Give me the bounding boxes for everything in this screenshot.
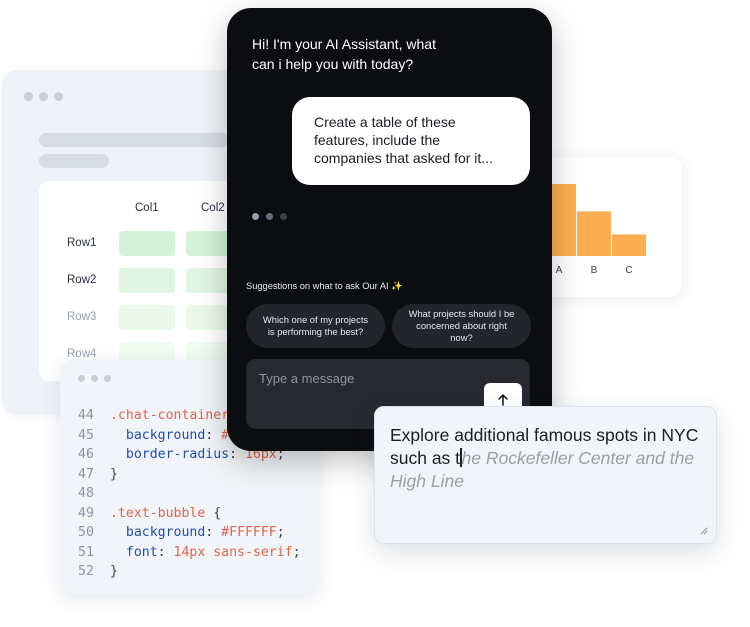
code-token: :	[157, 544, 174, 560]
bar-tick-label: A	[556, 265, 563, 276]
code-token: 14px sans-serif	[173, 544, 293, 560]
bar-tick-label: C	[625, 265, 632, 276]
code-token: }	[110, 466, 118, 482]
code-line: 48	[78, 484, 301, 504]
autocomplete-text: Explore additional famous spots in NYC s…	[390, 424, 700, 493]
suggestions-title: Suggestions on what to ask Our AI ✨	[246, 281, 403, 292]
message-input[interactable]	[259, 371, 459, 386]
suggestions-title-text: Suggestions on what to ask Our AI	[246, 281, 389, 291]
code-line: 52}	[78, 562, 301, 582]
window-dot	[104, 375, 111, 382]
skeleton-subtitle	[39, 154, 109, 168]
code-token: {	[205, 505, 222, 521]
autocomplete-textarea[interactable]: Explore additional famous spots in NYC s…	[374, 406, 717, 544]
window-dot	[39, 92, 48, 101]
code-token: border-radius	[110, 447, 230, 462]
sparkle-icon: ✨	[391, 281, 403, 291]
bar-tick-label: B	[591, 265, 598, 276]
code-line: 51 font: 14px sans-serif;	[78, 543, 301, 563]
typing-dot	[280, 213, 287, 220]
ai-chat-panel: Hi! I'm your AI Assistant, what can i he…	[227, 8, 552, 451]
bar-c	[612, 234, 646, 256]
code-token: ;	[292, 544, 301, 560]
code-token: ;	[276, 447, 285, 462]
row-label: Row4	[67, 348, 97, 360]
window-dot	[78, 375, 85, 382]
code-token: font	[110, 544, 158, 560]
suggested-completion: he Rockefeller Center and the High Line	[390, 448, 695, 491]
code-token: :	[205, 427, 222, 443]
code-token: :	[229, 447, 245, 462]
line-number: 45	[78, 427, 94, 443]
code-token: background	[110, 525, 206, 540]
row-label: Row3	[67, 311, 97, 323]
skeleton-title	[39, 133, 229, 147]
suggestion-chip[interactable]: What projects should I be concerned abou…	[392, 304, 531, 348]
column-header: Col1	[135, 202, 159, 214]
arrow-up-icon	[498, 394, 508, 406]
table-cell	[119, 305, 175, 330]
window-dot	[24, 92, 33, 101]
code-token: #FFFFFF	[221, 525, 277, 540]
text-caret	[460, 448, 462, 467]
line-number: 46	[78, 447, 94, 462]
window-controls	[78, 375, 111, 382]
code-line: 49 .text-bubble {	[78, 504, 301, 524]
row-label: Row1	[67, 237, 97, 249]
line-number: 48	[78, 486, 94, 501]
code-token: ;	[276, 525, 285, 540]
column-header: Col2	[201, 202, 225, 214]
table-cell	[119, 231, 175, 256]
code-line: 50 background: #FFFFFF;	[78, 523, 301, 543]
line-number: 51	[78, 544, 94, 560]
typed-text: Explore additional famous spots in NYC s…	[390, 425, 699, 468]
bar-b	[577, 211, 611, 256]
code-token: }	[110, 564, 118, 579]
window-controls	[24, 92, 63, 101]
suggestion-chip[interactable]: Which one of my projects is performing t…	[246, 304, 385, 348]
line-number: 52	[78, 564, 94, 579]
typing-dot	[252, 213, 259, 220]
table-cell	[119, 268, 175, 293]
assistant-greeting: Hi! I'm your AI Assistant, what can i he…	[252, 36, 436, 72]
code-token: .text-bubble	[110, 505, 206, 521]
code-token: :	[205, 525, 222, 540]
window-dot	[54, 92, 63, 101]
user-message-bubble: Create a table of these features, includ…	[292, 97, 530, 185]
code-line: 47}	[78, 465, 301, 485]
line-number: 44	[78, 408, 94, 423]
typing-indicator	[252, 213, 287, 220]
line-number: 47	[78, 466, 94, 482]
window-dot	[91, 375, 98, 382]
typing-dot	[266, 213, 273, 220]
line-number: 50	[78, 525, 94, 540]
line-number: 49	[78, 505, 94, 521]
code-token: background	[110, 427, 206, 443]
row-label: Row2	[67, 274, 97, 286]
code-token: .chat-container	[110, 408, 230, 423]
resize-handle-icon[interactable]	[698, 525, 708, 535]
